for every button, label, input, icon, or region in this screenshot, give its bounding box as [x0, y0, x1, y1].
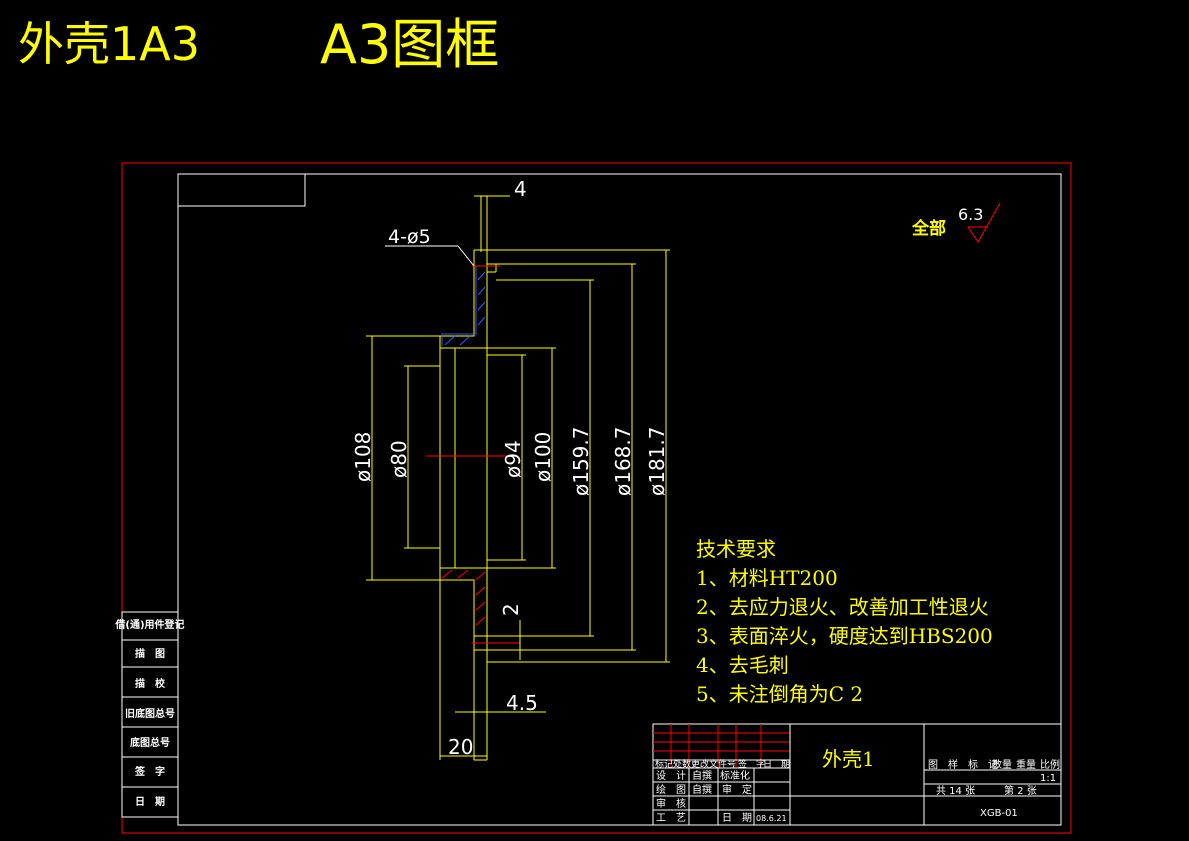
- dim-d108: ø108: [351, 432, 375, 482]
- tb-right-h3: 重量: [1016, 758, 1036, 771]
- tb-scale: 1:1: [1040, 773, 1056, 784]
- dim-d80: ø80: [387, 440, 411, 478]
- dimensions: 4 4-ø5 ø108 ø80 ø94 ø100 ø159.7: [351, 177, 670, 760]
- tech-item-2: 2、去应力退火、改善加工性退火: [696, 595, 989, 619]
- tech-requirements: 技术要求 1、材料HT200 2、去应力退火、改善加工性退火 3、表面淬火，硬度…: [696, 537, 993, 706]
- dim-top-width: 4: [514, 177, 527, 201]
- tb-role-3: 审 核: [656, 797, 686, 810]
- tb-right-h4: 比例: [1040, 758, 1060, 771]
- rev-col-1: 标记: [655, 758, 673, 770]
- part-section: [426, 249, 520, 761]
- tech-item-1: 1、材料HT200: [696, 566, 838, 590]
- dim-d168: ø168.7: [611, 427, 635, 497]
- strip-row-7: 日 期: [135, 795, 165, 808]
- dim-d181: ø181.7: [645, 427, 669, 497]
- tb-role-2: 绘 图: [656, 783, 686, 796]
- left-strip: 借(通)用件登记 描 图 描 校 旧底图总号 底图总号 签 字 日 期: [114, 611, 185, 818]
- tb-part-name: 外壳1: [822, 747, 875, 771]
- dim-step2: 2: [499, 603, 523, 616]
- tb-date: 08.6.21: [756, 814, 787, 823]
- tb-person-1: 自撰: [692, 769, 712, 782]
- strip-row-5: 底图总号: [130, 736, 170, 749]
- tech-heading: 技术要求: [696, 537, 776, 561]
- surface-finish-label: 全部: [911, 218, 946, 239]
- tb-sheet-no: 第 2 张: [1004, 784, 1037, 797]
- tb-role2-1: 标准化: [720, 769, 750, 782]
- dim-width20: 20: [448, 735, 473, 759]
- dim-d159: ø159.7: [569, 427, 593, 497]
- tb-right-h2: 数量: [992, 758, 1012, 771]
- tb-role-1: 设 计: [656, 769, 686, 782]
- tb-role2-2: 审 定: [722, 783, 752, 796]
- rev-col-2: 处数: [673, 758, 691, 770]
- strip-row-3: 描 校: [135, 677, 166, 690]
- tb-role-4: 工 艺: [656, 812, 686, 824]
- tb-right-h1: 图 样 标 记: [928, 758, 998, 771]
- frame-title: A3图框: [320, 13, 499, 76]
- tech-item-3: 3、表面淬火，硬度达到HBS200: [696, 624, 993, 648]
- dim-d100: ø100: [531, 432, 555, 482]
- tb-role2-4: 日 期: [722, 812, 752, 824]
- top-left-box: [177, 173, 306, 207]
- strip-row-2: 描 图: [135, 647, 165, 660]
- strip-row-6: 签 字: [134, 765, 165, 778]
- tech-item-4: 4、去毛刺: [696, 653, 789, 677]
- dim-flange45: 4.5: [506, 691, 538, 715]
- tb-total-sheets: 共 14 张: [936, 785, 975, 797]
- rev-col-4: 签 字: [738, 758, 765, 770]
- dim-holes: 4-ø5: [388, 226, 431, 248]
- strip-row-1: 借(通)用件登记: [114, 618, 184, 631]
- strip-row-4: 旧底图总号: [125, 707, 175, 720]
- title-block: 标记 处数 更改文件号 签 字 日 期 设 计 自撰 标准化 绘 图 自撰 审 …: [652, 723, 1062, 826]
- tb-drawing-no: XGB-01: [980, 808, 1018, 819]
- outer-border: [121, 162, 1072, 834]
- surface-finish-symbol: 全部 6.3: [911, 202, 1001, 243]
- tech-item-5: 5、未注倒角为C 2: [696, 682, 863, 706]
- dim-d94: ø94: [501, 440, 525, 478]
- rev-col-5: 日 期: [763, 759, 790, 770]
- tb-person-2: 自撰: [692, 783, 712, 796]
- part-title: 外壳1A3: [18, 17, 200, 71]
- inner-frame: [177, 173, 1062, 826]
- surface-finish-value: 6.3: [958, 205, 983, 224]
- rev-col-3: 更改文件号: [691, 758, 736, 770]
